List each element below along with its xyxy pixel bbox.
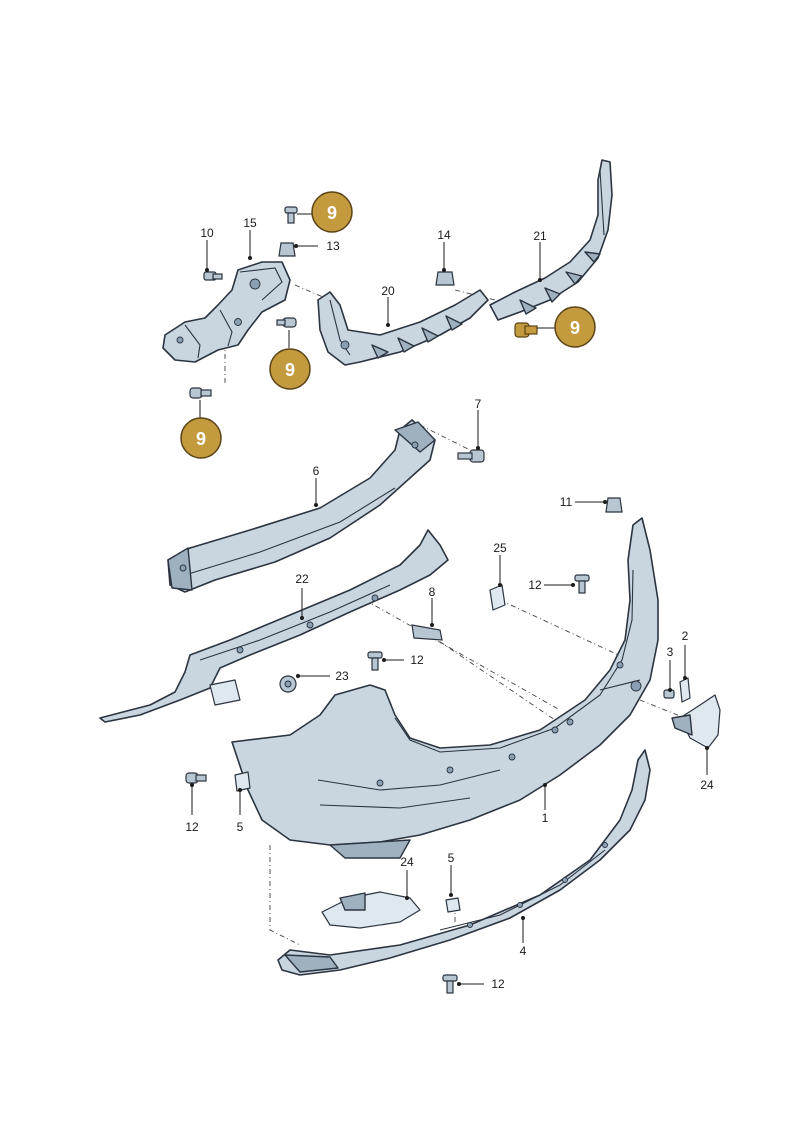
badge-9-mid: 9 xyxy=(269,348,311,390)
impact-beam-part-6 xyxy=(167,419,436,593)
callout-5-b: 5 xyxy=(448,851,455,865)
diffuser-part-4 xyxy=(277,749,651,976)
bolt-7 xyxy=(457,449,485,463)
callout-14: 14 xyxy=(437,228,451,242)
callout-8: 8 xyxy=(429,585,436,599)
nut-23 xyxy=(279,675,297,693)
callout-20: 20 xyxy=(381,284,395,298)
clip-14 xyxy=(435,271,455,286)
callout-12-d: 12 xyxy=(491,977,505,991)
callout-2: 2 xyxy=(682,629,689,643)
screw-9-top xyxy=(284,206,298,224)
reflector-24-left xyxy=(321,891,421,929)
callout-4: 4 xyxy=(520,944,527,958)
screw-12-d xyxy=(442,974,458,994)
guide-rail-part-21 xyxy=(489,159,613,321)
nut-5-b xyxy=(445,897,461,913)
svg-text:9: 9 xyxy=(196,429,206,449)
bumper-cover-part-1 xyxy=(231,517,659,859)
leader-lines xyxy=(191,213,708,985)
screw-9-right xyxy=(514,322,538,338)
callout-labels: 10 15 13 14 20 21 7 6 11 25 12 22 8 2 3 … xyxy=(185,216,714,991)
callout-3: 3 xyxy=(667,645,674,659)
bolt-10 xyxy=(203,271,223,281)
callout-1: 1 xyxy=(542,811,549,825)
callout-12-a: 12 xyxy=(528,578,542,592)
callout-22: 22 xyxy=(295,572,309,586)
leader-dots xyxy=(190,244,709,986)
callout-12-b: 12 xyxy=(410,653,424,667)
screw-12-c xyxy=(185,772,207,784)
screw-9-low xyxy=(189,387,212,399)
badge-9-right: 9 xyxy=(554,306,596,348)
callout-24-a: 24 xyxy=(700,778,714,792)
badge-9-low: 9 xyxy=(180,417,222,459)
callout-15: 15 xyxy=(243,216,257,230)
callout-11: 11 xyxy=(560,495,573,509)
reflector-24-right xyxy=(671,694,721,749)
callout-5-a: 5 xyxy=(237,820,244,834)
bracket-25 xyxy=(489,584,506,611)
svg-text:9: 9 xyxy=(570,318,580,338)
left-bracket-part-15 xyxy=(162,261,291,363)
callout-23: 23 xyxy=(335,669,349,683)
callout-7: 7 xyxy=(475,397,482,411)
nut-5-a xyxy=(234,771,251,792)
mounting-rail-part-22 xyxy=(99,529,449,723)
callout-24-b: 24 xyxy=(400,855,414,869)
badge-9-top: 9 xyxy=(311,191,353,233)
assembly-lines xyxy=(224,284,691,946)
guide-rail-part-20 xyxy=(317,289,489,366)
pin-8 xyxy=(411,624,443,641)
screw-9-mid xyxy=(276,317,297,328)
svg-text:9: 9 xyxy=(285,360,295,380)
callout-10: 10 xyxy=(200,226,214,240)
screw-12-b xyxy=(367,651,383,671)
callout-6: 6 xyxy=(313,464,320,478)
clip-11 xyxy=(605,497,623,513)
callout-13: 13 xyxy=(326,239,340,253)
svg-text:9: 9 xyxy=(327,203,337,223)
callout-21: 21 xyxy=(533,229,547,243)
callout-12-c: 12 xyxy=(185,820,199,834)
screw-12-a xyxy=(574,574,590,594)
cover-2 xyxy=(679,677,691,703)
callout-25: 25 xyxy=(493,541,507,555)
clip-13 xyxy=(278,242,296,257)
